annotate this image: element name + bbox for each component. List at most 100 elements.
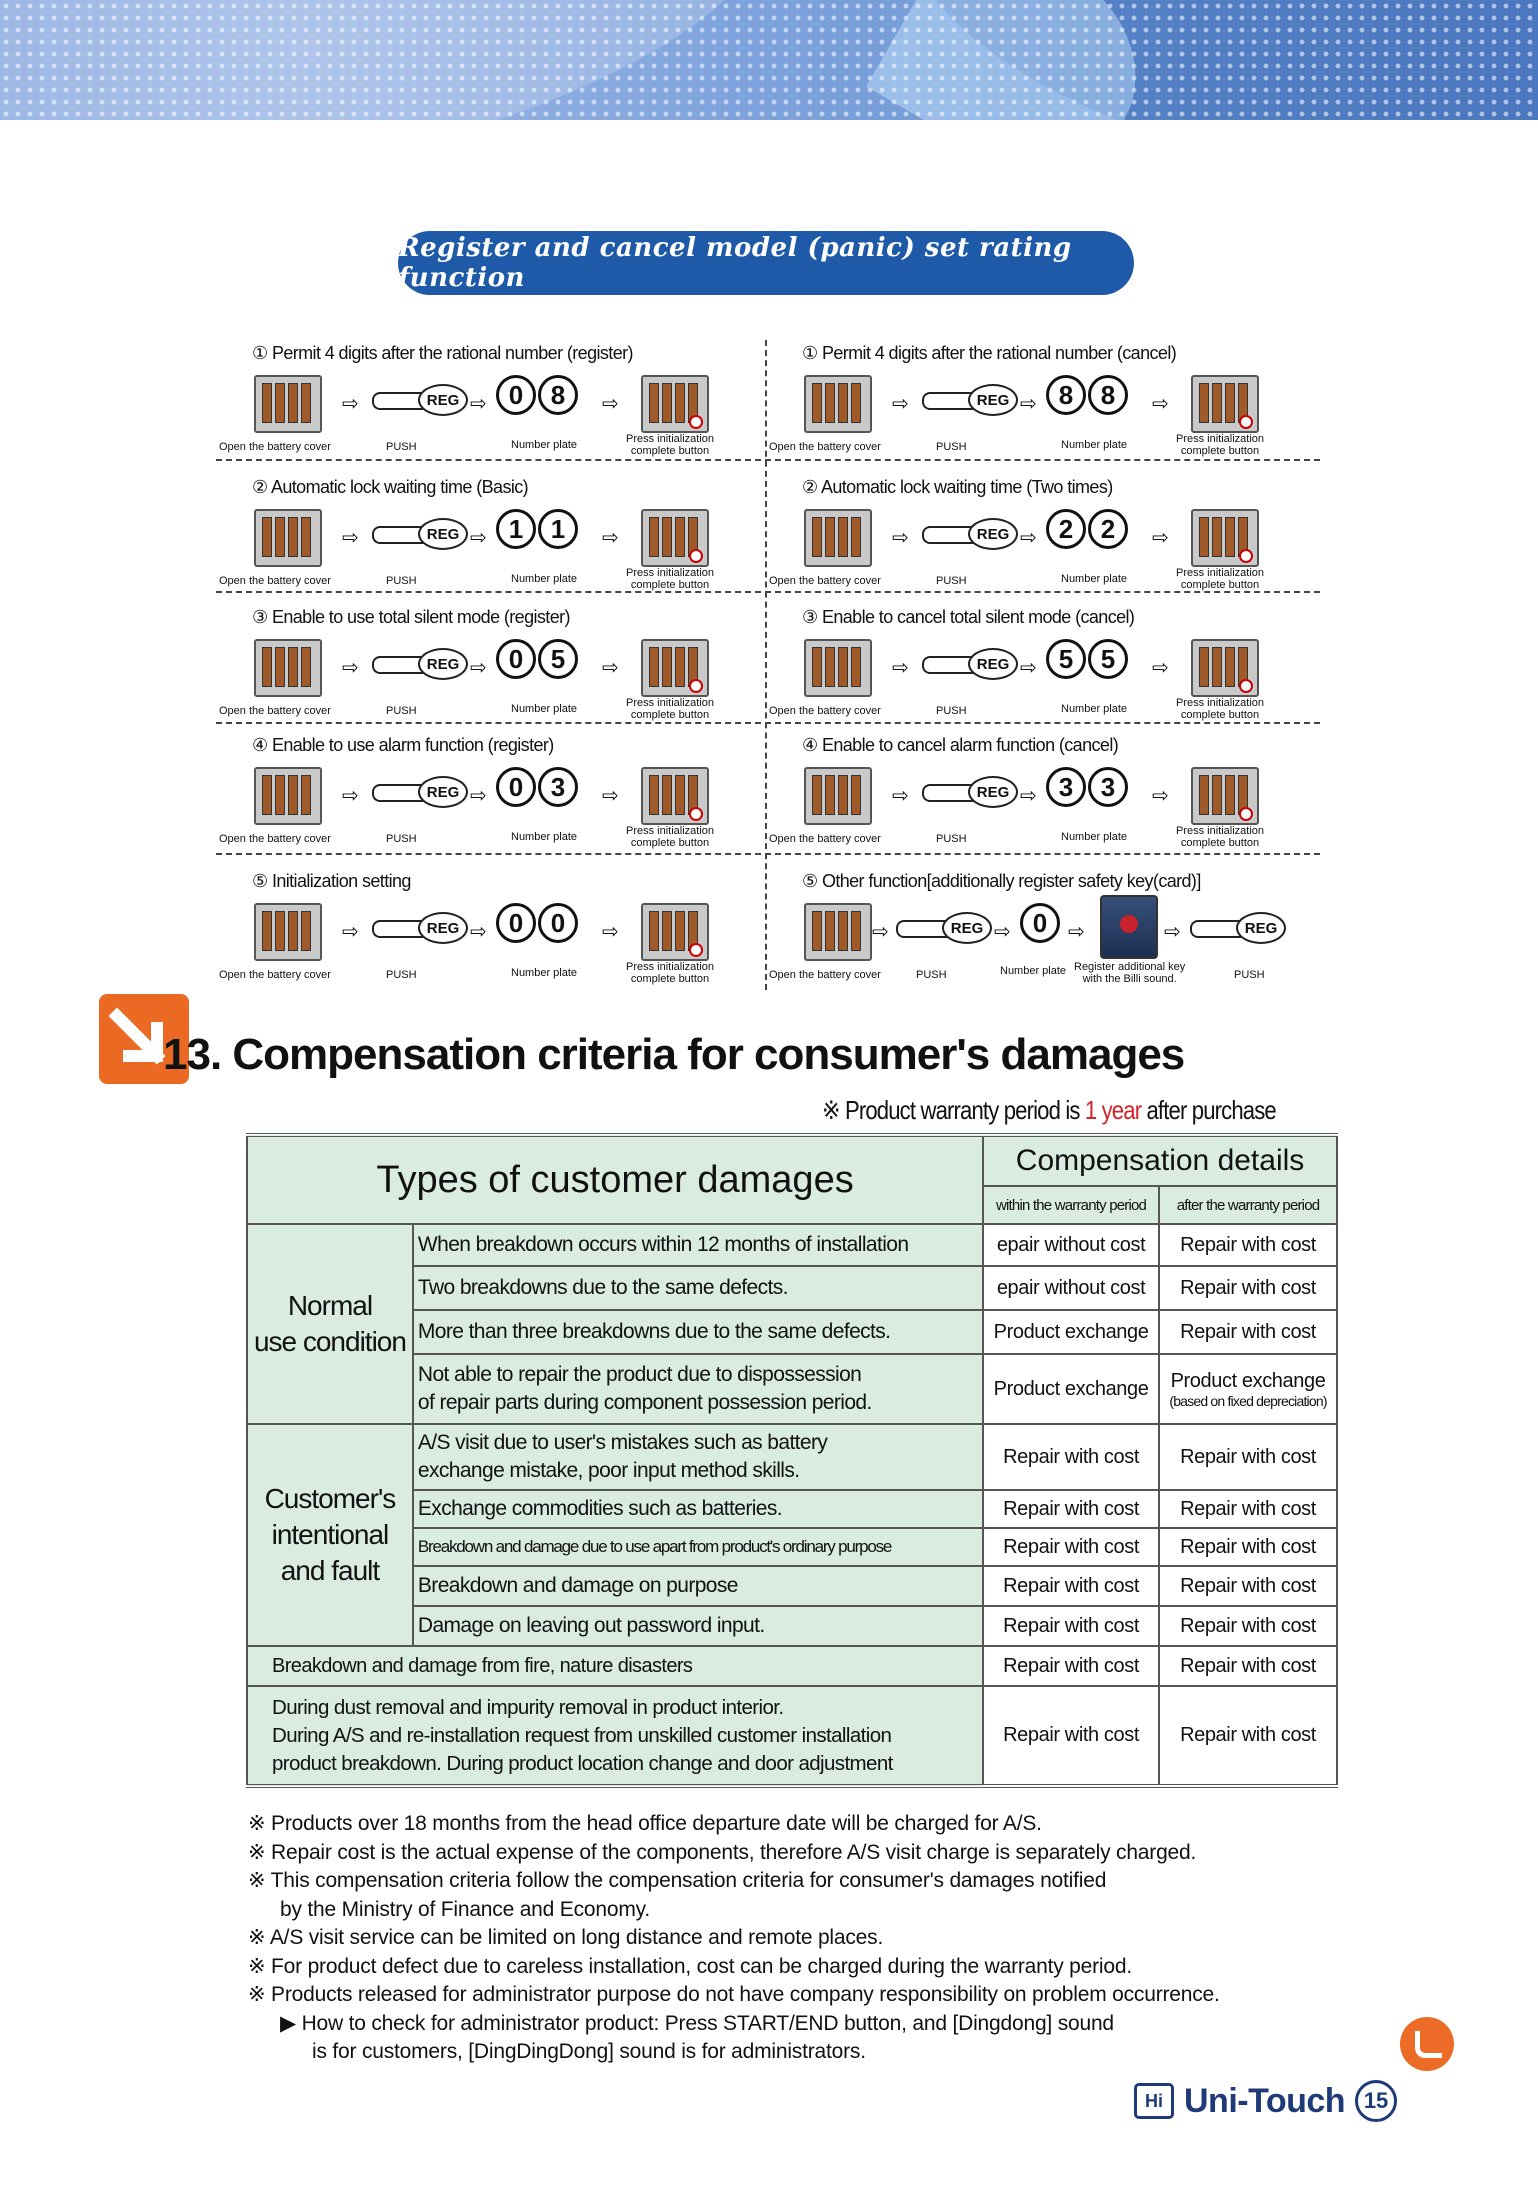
after-value: Repair with cost xyxy=(1158,1605,1338,1647)
init-button-icon xyxy=(641,639,709,697)
reg-button-icon: REG xyxy=(372,647,468,680)
section-title: 13. Compensation criteria for consumer's… xyxy=(163,1030,1185,1079)
number-plate-digits: 0 xyxy=(1020,903,1060,943)
reg-button-icon: REG xyxy=(1190,911,1286,944)
caption-number-plate: Number plate xyxy=(1061,573,1128,585)
arrow-icon: ⇨ xyxy=(602,393,619,415)
step-title: ③ Enable to cancel total silent mode (ca… xyxy=(802,607,1135,627)
warranty-note: ※ Product warranty period is 1 year afte… xyxy=(822,1095,1277,1125)
caption-open-cover: Open the battery cover xyxy=(769,833,881,845)
step-title: ⑤ Other function[additionally register s… xyxy=(802,871,1201,891)
arrow-icon: ⇨ xyxy=(892,785,909,807)
init-button-icon xyxy=(641,767,709,825)
arrow-icon: ⇨ xyxy=(342,785,359,807)
within-value: Repair with cost xyxy=(982,1685,1161,1787)
within-value: epair without cost xyxy=(982,1223,1161,1267)
table-row: Breakdown and damage due to use apart fr… xyxy=(247,1527,1338,1567)
table-row: During dust removal and impurity removal… xyxy=(245,1685,1338,1787)
caption-open-cover: Open the battery cover xyxy=(769,441,881,453)
after-value: Repair with cost xyxy=(1158,1565,1338,1607)
footer-brand: Hi Uni-Touch 15 xyxy=(1134,2080,1398,2122)
caption-open-cover: Open the battery cover xyxy=(769,705,881,717)
arrow-icon: ⇨ xyxy=(342,393,359,415)
note-item: ※ Repair cost is the actual expense of t… xyxy=(248,1840,1197,1864)
table-row: Not able to repair the product due to di… xyxy=(247,1353,1338,1425)
within-value: epair without cost xyxy=(982,1265,1161,1311)
row-divider xyxy=(216,853,1320,855)
row-description: Damage on leaving out password input. xyxy=(411,1605,985,1647)
row-description: Two breakdowns due to the same defects. xyxy=(411,1265,985,1311)
arrow-icon: ⇨ xyxy=(872,921,889,943)
note-item: by the Ministry of Finance and Economy. xyxy=(280,1897,650,1921)
caption-number-plate: Number plate xyxy=(1061,831,1128,843)
note-item: ※ For product defect due to careless ins… xyxy=(248,1954,1132,1978)
after-value: Repair with cost xyxy=(1158,1489,1338,1529)
note-item: is for customers, [DingDingDong] sound i… xyxy=(312,2040,866,2063)
arrow-icon: ⇨ xyxy=(1020,393,1037,415)
header-within: within the warranty period xyxy=(982,1185,1161,1225)
row-divider xyxy=(216,722,1320,724)
step-1-cancel: ① Permit 4 digits after the rational num… xyxy=(766,335,1311,460)
battery-cover-icon xyxy=(804,375,872,433)
step-3-silent-cancel: ③ Enable to cancel total silent mode (ca… xyxy=(766,599,1311,724)
battery-cover-icon xyxy=(254,639,322,697)
caption-push: PUSH xyxy=(386,705,417,717)
page-number: 15 xyxy=(1355,2080,1398,2122)
caption-open-cover: Open the battery cover xyxy=(769,575,881,587)
section-banner-title: Register and cancel model (panic) set ra… xyxy=(398,231,1134,295)
column-divider xyxy=(765,340,767,990)
arrow-icon: ⇨ xyxy=(470,785,487,807)
arrow-icon: ⇨ xyxy=(1068,921,1085,943)
row-description: Breakdown and damage from fire, nature d… xyxy=(245,1645,985,1687)
reg-button-icon: REG xyxy=(922,775,1018,808)
after-value: Repair with cost xyxy=(1158,1527,1338,1567)
arrow-icon: ⇨ xyxy=(1020,785,1037,807)
arrow-icon: ⇨ xyxy=(602,527,619,549)
arrow-icon: ⇨ xyxy=(994,921,1011,943)
arrow-icon: ⇨ xyxy=(470,527,487,549)
arrow-icon: ⇨ xyxy=(602,921,619,943)
step-title: ② Automatic lock waiting time (Two times… xyxy=(802,477,1113,497)
caption-open-cover: Open the battery cover xyxy=(219,969,331,981)
arrow-icon: ⇨ xyxy=(1152,657,1169,679)
warranty-period: 1 year xyxy=(1084,1095,1142,1125)
after-value: Repair with cost xyxy=(1158,1223,1338,1267)
caption-push: PUSH xyxy=(916,969,947,981)
step-title: ④ Enable to use alarm function (register… xyxy=(252,735,554,755)
caption-number-plate: Number plate xyxy=(1061,703,1128,715)
after-value: Repair with cost xyxy=(1158,1309,1338,1355)
init-button-icon xyxy=(641,375,709,433)
reg-button-icon: REG xyxy=(372,383,468,416)
caption-push: PUSH xyxy=(386,575,417,587)
safety-key-card-icon xyxy=(1100,895,1158,959)
arrow-icon: ⇨ xyxy=(892,393,909,415)
table-row: More than three breakdowns due to the sa… xyxy=(247,1309,1338,1355)
reg-button-icon: REG xyxy=(922,647,1018,680)
step-title: ③ Enable to use total silent mode (regis… xyxy=(252,607,571,627)
init-button-icon xyxy=(641,903,709,961)
brand-name: Uni-Touch xyxy=(1184,2081,1346,2120)
caption-number-plate: Number plate xyxy=(511,703,578,715)
within-value: Repair with cost xyxy=(982,1527,1161,1567)
caption-number-plate: Number plate xyxy=(511,831,578,843)
caption-push: PUSH xyxy=(1234,969,1265,981)
step-title: ① Permit 4 digits after the rational num… xyxy=(252,343,634,363)
notes-list: ※ Products over 18 months from the head … xyxy=(248,1810,1338,2067)
note-item: ※ Products released for administrator pu… xyxy=(248,1983,1220,2006)
step-2-two-times: ② Automatic lock waiting time (Two times… xyxy=(766,469,1311,594)
row-divider xyxy=(216,459,1320,461)
step-5-other-function: ⑤ Other function[additionally register s… xyxy=(766,863,1311,988)
row-description: Exchange commodities such as batteries. xyxy=(411,1489,985,1529)
init-button-icon xyxy=(1191,767,1259,825)
arrow-icon: ⇨ xyxy=(470,921,487,943)
init-button-icon xyxy=(1191,375,1259,433)
